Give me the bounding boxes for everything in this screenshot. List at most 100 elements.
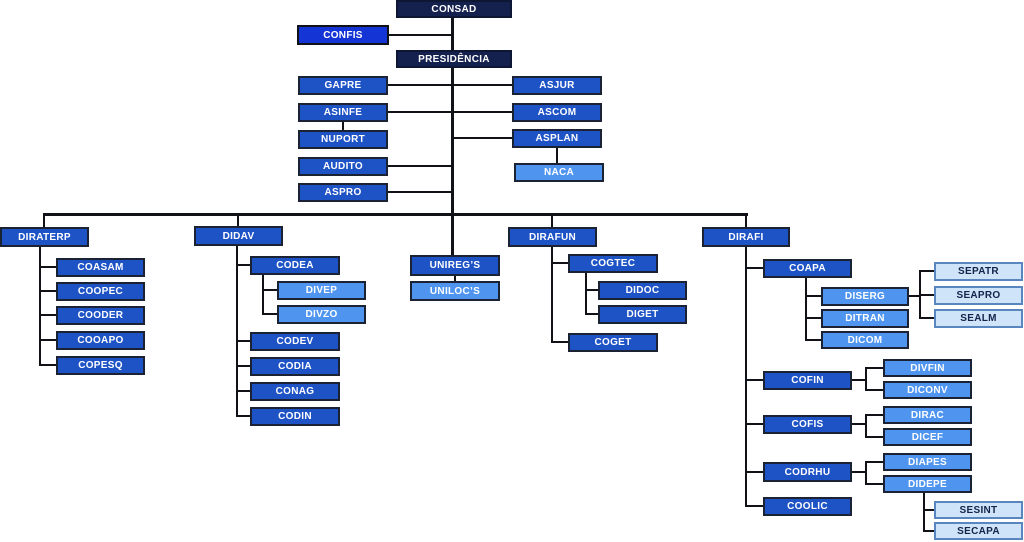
node-coolic: COOLIC xyxy=(763,497,852,516)
node-didoc: DIDOC xyxy=(598,281,687,300)
connector-line xyxy=(745,267,763,269)
node-unilocs: UNILOC’S xyxy=(410,281,500,301)
connector-line xyxy=(236,340,250,342)
connector-line xyxy=(262,289,277,291)
connector-line xyxy=(865,461,883,463)
connector-line xyxy=(262,313,277,315)
node-codea: CODEA xyxy=(250,256,340,275)
connector-line xyxy=(236,264,250,266)
connector-line xyxy=(236,246,238,417)
connector-line xyxy=(39,339,56,341)
connector-line xyxy=(388,111,451,113)
node-sepatr: SEPATR xyxy=(934,262,1023,281)
node-didav: DIDAV xyxy=(194,226,283,246)
connector-line xyxy=(865,461,867,485)
connector-line xyxy=(237,213,239,227)
connector-line xyxy=(745,423,763,425)
connector-line xyxy=(585,313,598,315)
node-diserg: DISERG xyxy=(821,287,909,306)
node-dicom: DICOM xyxy=(821,331,909,349)
connector-line xyxy=(236,415,250,417)
node-dirac: DIRAC xyxy=(883,406,972,424)
connector-line xyxy=(865,414,883,416)
connector-line xyxy=(919,270,934,272)
connector-line xyxy=(865,414,867,438)
node-coasam: COASAM xyxy=(56,258,145,277)
node-aspro: ASPRO xyxy=(298,183,388,202)
node-divzo: DIVZO xyxy=(277,305,366,324)
node-didepe: DIDEPE xyxy=(883,475,972,493)
node-dirafi: DIRAFI xyxy=(702,227,790,247)
node-diconv: DICONV xyxy=(883,381,972,399)
node-divfin: DIVFIN xyxy=(883,359,972,377)
connector-line xyxy=(39,266,56,268)
connector-line xyxy=(919,294,934,296)
connector-line xyxy=(852,379,866,381)
connector-line xyxy=(805,295,821,297)
connector-line xyxy=(43,213,748,216)
connector-line xyxy=(805,278,807,341)
node-cofis: COFIS xyxy=(763,415,852,434)
connector-line xyxy=(388,191,451,193)
node-ascom: ASCOM xyxy=(512,103,602,122)
connector-line xyxy=(262,275,264,315)
node-sesint: SESINT xyxy=(934,501,1023,519)
node-seapro: SEAPRO xyxy=(934,286,1023,305)
node-asinfe: ASINFE xyxy=(298,103,388,122)
connector-line xyxy=(865,367,867,391)
connector-line xyxy=(865,483,883,485)
connector-line xyxy=(551,341,568,343)
connector-line xyxy=(388,84,451,86)
connector-line xyxy=(805,339,821,341)
node-copesq: COPESQ xyxy=(56,356,145,375)
node-diapes: DIAPES xyxy=(883,453,972,471)
connector-line xyxy=(852,423,866,425)
connector-line xyxy=(388,165,451,167)
connector-line xyxy=(39,247,41,366)
connector-line xyxy=(805,317,821,319)
connector-line xyxy=(923,509,934,511)
node-presidencia: PRESIDÊNCIA xyxy=(396,50,512,68)
node-uniregs: UNIREG’S xyxy=(410,255,500,276)
connector-line xyxy=(43,213,45,228)
node-codia: CODIA xyxy=(250,357,340,376)
connector-line xyxy=(454,276,456,282)
node-dirafun: DIRAFUN xyxy=(508,227,597,247)
connector-line xyxy=(585,289,598,291)
connector-line xyxy=(909,295,920,297)
node-secapa: SECAPA xyxy=(934,522,1023,540)
node-audito: AUDITO xyxy=(298,157,388,176)
node-nuport: NUPORT xyxy=(298,130,388,149)
connector-line xyxy=(342,121,344,131)
connector-line xyxy=(39,314,56,316)
connector-line xyxy=(745,247,747,507)
node-confis: CONFIS xyxy=(297,25,389,45)
connector-line xyxy=(745,379,763,381)
connector-line xyxy=(919,317,934,319)
connector-line xyxy=(923,530,934,532)
node-coopec: COOPEC xyxy=(56,282,145,301)
connector-line xyxy=(454,137,514,139)
connector-line xyxy=(451,213,454,256)
node-sealm: SEALM xyxy=(934,309,1023,328)
connector-line xyxy=(236,390,250,392)
connector-line xyxy=(585,273,587,315)
node-coapa: COAPA xyxy=(763,259,852,278)
node-asplan: ASPLAN xyxy=(512,129,602,148)
node-codrhu: CODRHU xyxy=(763,462,852,482)
connector-line xyxy=(39,364,56,366)
node-cogtec: COGTEC xyxy=(568,254,658,273)
connector-line xyxy=(236,365,250,367)
node-dicef: DICEF xyxy=(883,428,972,446)
connector-line xyxy=(865,436,883,438)
connector-line xyxy=(745,471,763,473)
node-cooder: COODER xyxy=(56,306,145,325)
connector-line xyxy=(865,367,883,369)
node-consad: CONSAD xyxy=(396,0,512,18)
connector-line xyxy=(451,68,454,215)
node-naca: NACA xyxy=(514,163,604,182)
connector-line xyxy=(454,84,514,86)
connector-line xyxy=(852,471,866,473)
connector-line xyxy=(39,290,56,292)
